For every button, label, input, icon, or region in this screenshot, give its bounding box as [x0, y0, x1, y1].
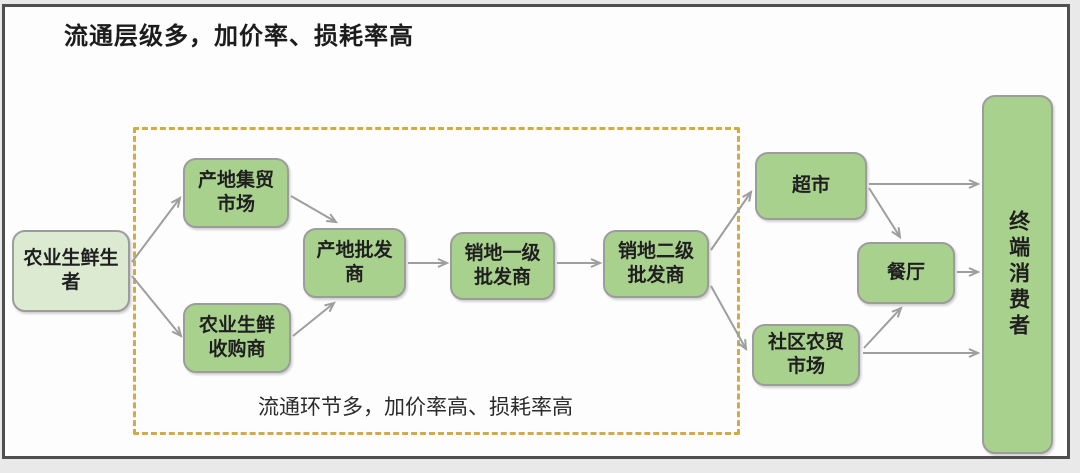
page-title: 流通层级多，加价率、损耗率高: [64, 23, 414, 50]
node-restaurant: 餐厅: [857, 242, 955, 304]
node-consumer: 终端消费者: [982, 95, 1053, 454]
node-community-market: 社区农贸 市场: [752, 324, 860, 386]
node-dest-first-wholesaler: 销地一级 批发商: [450, 232, 555, 300]
dashed-zone-caption: 流通环节多，加价率高、损耗率高: [258, 396, 573, 419]
node-dest-second-wholesaler: 销地二级 批发商: [603, 230, 709, 298]
node-supermarket: 超市: [755, 152, 867, 220]
node-origin-market: 产地集贸 市场: [183, 158, 289, 228]
node-origin-wholesaler: 产地批发 商: [303, 228, 406, 298]
node-producer: 农业生鲜生 者: [12, 230, 130, 312]
node-purchaser: 农业生鲜 收购商: [183, 303, 291, 373]
